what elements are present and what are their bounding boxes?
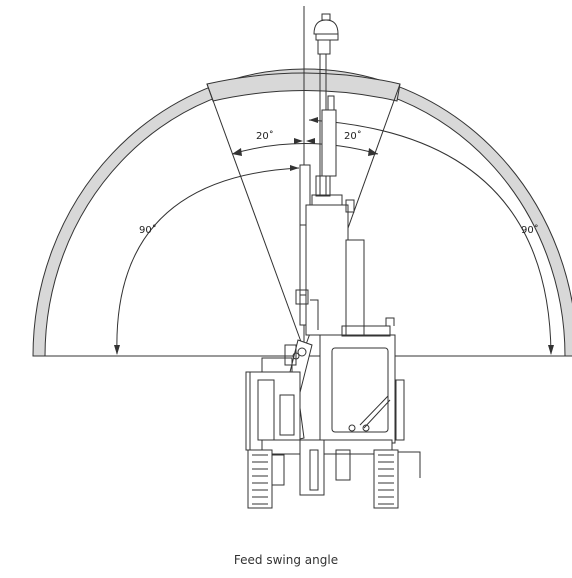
cab: [319, 317, 396, 444]
right-range-angle-label: 90˚: [521, 224, 539, 236]
swing-line-left: [206, 83, 305, 351]
right-range-arc: [308, 119, 552, 355]
right-range-arrow-top: [309, 117, 318, 123]
undercarriage: [247, 379, 421, 509]
left-range-arrow-top: [290, 165, 299, 171]
left-range-arrow-bottom: [114, 345, 120, 355]
caption: Feed swing angle: [233, 553, 339, 567]
swing-dimension-arc: [231, 143, 379, 155]
swing-arrow-right: [368, 148, 378, 156]
right-swing-angle-label: 20˚: [344, 130, 362, 142]
right-range-arrow-bottom: [548, 345, 554, 355]
swing-arrow-left: [232, 148, 242, 156]
swing-arrow-center-left: [294, 138, 303, 144]
drill-rig: [245, 13, 421, 509]
left-range-arc: [116, 167, 300, 355]
left-body: [245, 357, 301, 451]
left-range-angle-label: 90˚: [139, 224, 157, 236]
feed-beam: [295, 95, 365, 336]
swing-arrow-center-right: [306, 138, 315, 144]
left-swing-angle-label: 20˚: [256, 130, 274, 142]
